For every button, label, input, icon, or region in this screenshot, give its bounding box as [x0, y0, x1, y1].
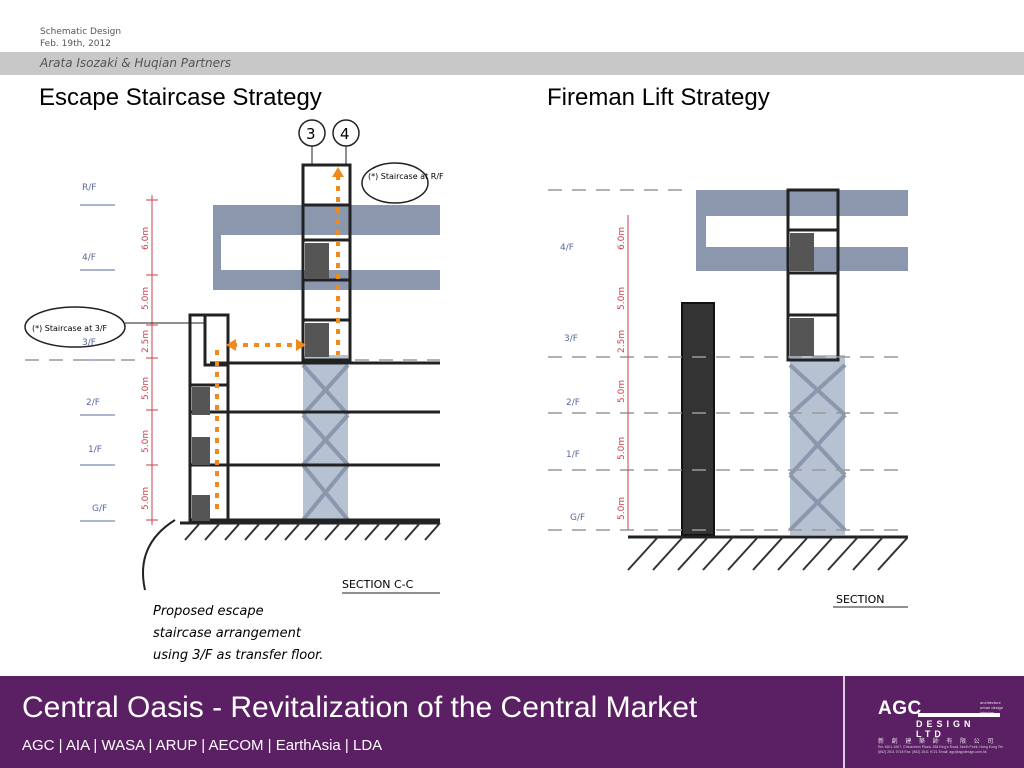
proposal-line-1: Proposed escape: [153, 604, 264, 619]
fireman-lift-section-sketch: 6.0m 5.0m 2.5m 5.0m 5.0m 5.0m 4/F 3/F 2/…: [548, 188, 908, 608]
height-label: 5.0m: [141, 377, 151, 400]
section-label-cc: SECTION C-C: [342, 578, 414, 591]
height-label: 5.0m: [141, 430, 151, 453]
footer-divider: [843, 676, 845, 768]
height-label: 5.0m: [141, 287, 151, 310]
fireman-lift-title: Fireman Lift Strategy: [547, 84, 770, 111]
height-label: 5.0m: [617, 497, 627, 520]
floor-label: G/F: [570, 513, 585, 523]
floor-label: 3/F: [564, 334, 578, 344]
header-stage: Schematic Design: [40, 27, 122, 37]
project-partners: AGC | AIA | WASA | ARUP | AECOM | EarthA…: [22, 737, 383, 754]
header-date: Feb. 19th, 2012: [40, 39, 111, 49]
height-label: 5.0m: [617, 437, 627, 460]
floor-label: 3/F: [82, 338, 96, 348]
staircase-rf-note: (*) Staircase at R/F: [368, 172, 444, 181]
proposal-line-2: staircase arrangement: [153, 626, 302, 641]
fireman-lift-shaft: [681, 302, 715, 536]
grid-label-3: 3: [306, 125, 316, 143]
floor-label: 1/F: [88, 445, 102, 455]
logo-address: Rm 1601-1607, Chinachem Plaza, 338 King'…: [878, 745, 1004, 754]
document-header: Schematic Design Feb. 19th, 2012: [40, 26, 121, 50]
floor-label: G/F: [92, 504, 107, 514]
escape-staircase-title: Escape Staircase Strategy: [39, 84, 322, 111]
height-label: 6.0m: [141, 227, 151, 250]
height-label: 5.0m: [141, 487, 151, 510]
staircase-3f-note: (*) Staircase at 3/F: [32, 324, 108, 333]
floor-label: 2/F: [86, 398, 100, 408]
height-label: 5.0m: [617, 287, 627, 310]
height-label: 2.5m: [141, 330, 151, 353]
header-band: Arata Isozaki & Huqian Partners: [0, 52, 1024, 75]
grid-label-4: 4: [340, 125, 350, 143]
upper-beam: [213, 205, 440, 235]
height-label: 2.5m: [617, 330, 627, 353]
logo-design-ltd: DESIGN LTD: [916, 719, 975, 739]
agc-design-logo: AGC DESIGN LTD architecture urban design…: [878, 698, 1008, 758]
height-label: 5.0m: [617, 380, 627, 403]
firm-name: Arata Isozaki & Huqian Partners: [40, 56, 232, 70]
escape-staircase-section-sketch: 3 4 6.0m 5.0m 2.5m 5.0m 5.0m 5.0m R/F 4/…: [24, 119, 444, 663]
logo-chinese-name: 新 創 建 築 師 有 限 公 司: [878, 739, 997, 745]
floor-label: 1/F: [566, 450, 580, 460]
floor-label: 4/F: [82, 253, 96, 263]
floor-label: 2/F: [566, 398, 580, 408]
section-label: SECTION: [836, 593, 884, 606]
floor-label: 4/F: [560, 243, 574, 253]
height-label: 6.0m: [617, 227, 627, 250]
project-title: Central Oasis - Revitalization of the Ce…: [22, 691, 698, 724]
logo-bar: [918, 713, 1000, 717]
proposal-line-3: using 3/F as transfer floor.: [153, 648, 323, 663]
upper-beam: [696, 190, 908, 216]
logo-agc: AGC: [878, 698, 922, 719]
footer-bar: Central Oasis - Revitalization of the Ce…: [0, 676, 1024, 768]
floor-label: R/F: [82, 183, 96, 193]
logo-tagline: architecture urban design interiors: [980, 700, 1004, 715]
